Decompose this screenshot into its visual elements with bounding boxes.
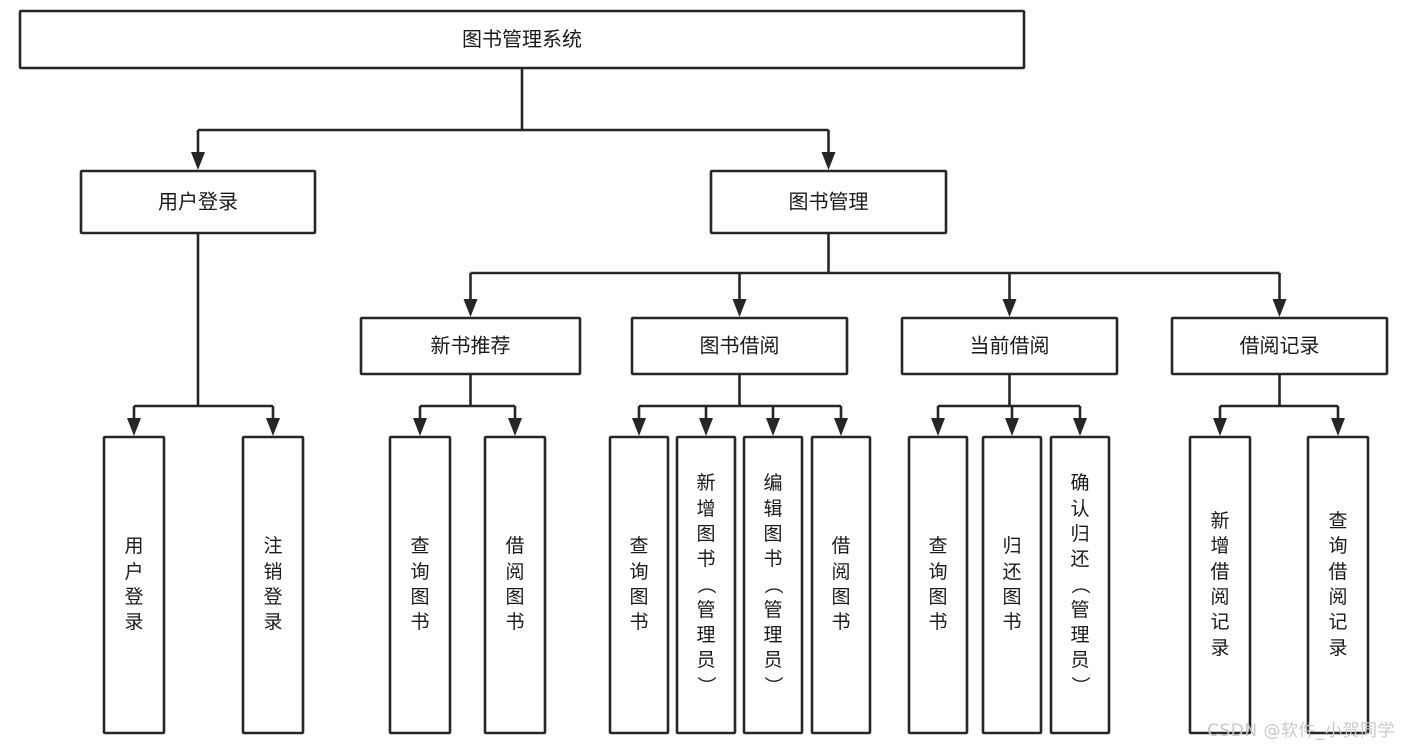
arrow-head-icon — [1005, 418, 1019, 436]
arrow-head-icon — [1331, 418, 1345, 436]
arrow-head-icon — [191, 152, 205, 170]
node-leaf-rec-borrow-book[interactable] — [483, 435, 547, 735]
node-leaf-query-borrow-record[interactable] — [1306, 435, 1370, 735]
node-new-book-rec[interactable] — [359, 316, 582, 376]
arrow-head-icon — [127, 418, 141, 436]
arrow-head-icon — [413, 418, 427, 436]
arrow-head-icon — [463, 299, 478, 317]
arrow-head-icon — [266, 418, 280, 436]
node-user-login[interactable] — [79, 169, 317, 235]
node-leaf-return-book[interactable] — [981, 435, 1043, 735]
node-book-borrow-label: 图书借阅 — [700, 334, 780, 358]
arrow-head-icon — [508, 418, 522, 436]
arrow-head-icon — [632, 418, 646, 436]
node-user-login-label: 用户登录 — [158, 190, 238, 214]
node-borrow-record[interactable] — [1170, 316, 1389, 376]
connector-layer — [127, 68, 1345, 436]
arrow-head-icon — [766, 418, 780, 436]
node-root[interactable] — [18, 9, 1026, 70]
arrow-head-icon — [1002, 299, 1017, 317]
arrow-head-icon — [834, 418, 848, 436]
node-current-borrow[interactable] — [900, 316, 1119, 376]
node-leaf-user-logout[interactable] — [241, 435, 305, 735]
arrow-head-icon — [699, 418, 713, 436]
node-root-label: 图书管理系统 — [462, 27, 582, 51]
node-leaf-edit-book-admin[interactable] — [742, 435, 804, 735]
node-book-manage-label: 图书管理 — [789, 190, 869, 214]
arrow-head-icon — [1073, 418, 1087, 436]
arrow-head-icon — [1213, 418, 1227, 436]
node-box-layer — [18, 9, 1389, 735]
node-leaf-add-book-admin[interactable] — [675, 435, 737, 735]
arrow-head-icon — [931, 418, 945, 436]
node-leaf-cur-query-book[interactable] — [907, 435, 969, 735]
node-borrow-record-label: 借阅记录 — [1240, 334, 1320, 358]
node-leaf-confirm-return-admin[interactable] — [1049, 435, 1111, 735]
arrow-head-icon — [821, 152, 836, 170]
node-leaf-borrow-query-book[interactable] — [608, 435, 670, 735]
node-new-book-rec-label: 新书推荐 — [431, 334, 511, 358]
node-leaf-user-login[interactable] — [102, 435, 166, 735]
node-book-borrow[interactable] — [630, 316, 849, 376]
arrow-head-icon — [732, 299, 747, 317]
node-leaf-rec-query-book[interactable] — [388, 435, 452, 735]
watermark: CSDN @软件_小贺同学 — [1207, 721, 1395, 741]
arrow-head-icon — [1272, 299, 1287, 317]
node-leaf-borrow-book[interactable] — [810, 435, 872, 735]
node-book-manage[interactable] — [709, 169, 948, 235]
node-leaf-add-borrow-record[interactable] — [1188, 435, 1252, 735]
node-current-borrow-label: 当前借阅 — [970, 334, 1050, 358]
